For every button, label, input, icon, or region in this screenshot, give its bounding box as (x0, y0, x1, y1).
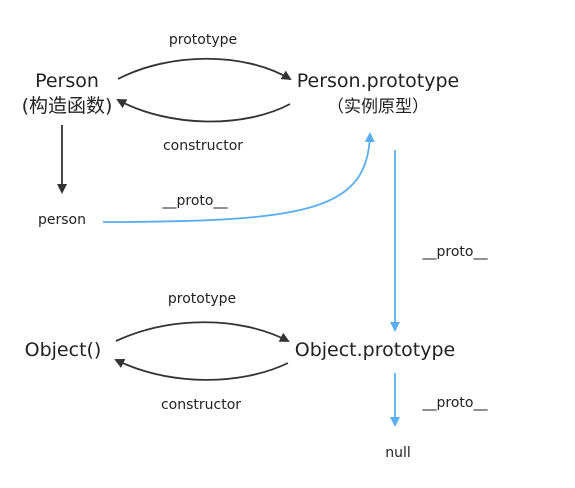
null-node: null (385, 445, 411, 461)
person-constructor-arrow (116, 99, 291, 123)
person-prototype-label: prototype (169, 32, 237, 48)
person-constructor-subtitle: (构造函数) (22, 95, 113, 117)
person-prototype-arrow (117, 57, 292, 81)
object-prototype-node: Object.prototype (295, 339, 456, 361)
person-constructor-label: constructor (163, 138, 243, 154)
object-constructor-arrow (114, 358, 289, 381)
object-prototype-label: prototype (168, 291, 236, 307)
object-constructor-label: constructor (161, 397, 241, 413)
instance-proto-label: __proto__ (162, 193, 229, 209)
person-instance-node: person (38, 212, 86, 228)
object-proto-proto-label: __proto__ (422, 395, 489, 411)
person-prototype-subtitle: （实例原型） (327, 97, 429, 117)
person-constructor-node: Person (35, 70, 99, 92)
person-proto-proto-label: __proto__ (422, 244, 489, 260)
object-prototype-arrow (115, 321, 290, 342)
object-constructor-node: Object() (25, 339, 102, 361)
instance-proto-arrow (102, 132, 375, 223)
person-prototype-node: Person.prototype (297, 70, 459, 92)
